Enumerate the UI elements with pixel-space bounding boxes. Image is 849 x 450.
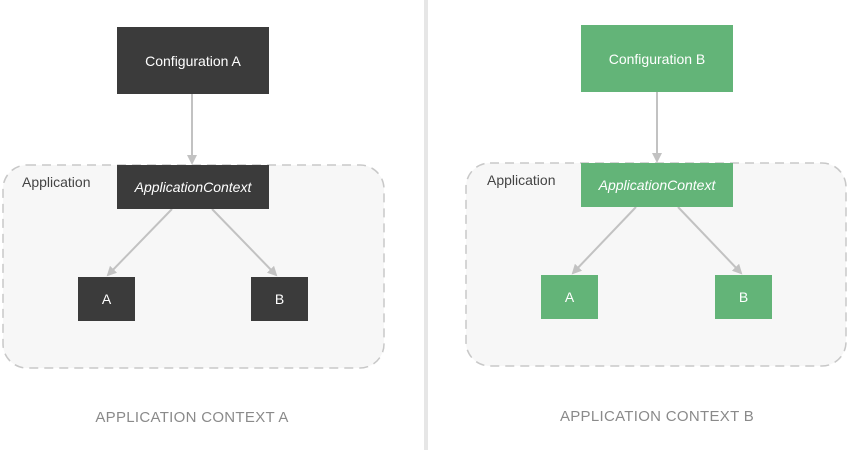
- panel-context-b: Configuration B Application ApplicationC…: [428, 0, 849, 450]
- configuration-box: Configuration A: [117, 27, 269, 94]
- configuration-box: Configuration B: [581, 25, 733, 92]
- bean-b-box: B: [715, 275, 772, 319]
- arrow-context-to-bean-a: [571, 206, 637, 275]
- panel-context-a: Configuration A Application ApplicationC…: [0, 0, 424, 450]
- panel-divider: [424, 0, 428, 450]
- application-context-box: ApplicationContext: [581, 163, 733, 207]
- application-label: Application: [22, 174, 91, 190]
- diagram-caption: APPLICATION CONTEXT B: [559, 408, 755, 425]
- arrow-context-to-bean-b: [211, 208, 278, 277]
- arrow-context-to-bean-b: [677, 206, 743, 275]
- application-context-box: ApplicationContext: [117, 165, 269, 209]
- bean-a-box: A: [541, 275, 598, 319]
- diagram-caption: APPLICATION CONTEXT A: [95, 409, 289, 426]
- bean-b-box: B: [251, 277, 308, 321]
- arrow-context-to-bean-a: [106, 208, 173, 277]
- application-label: Application: [487, 172, 556, 188]
- bean-a-box: A: [78, 277, 135, 321]
